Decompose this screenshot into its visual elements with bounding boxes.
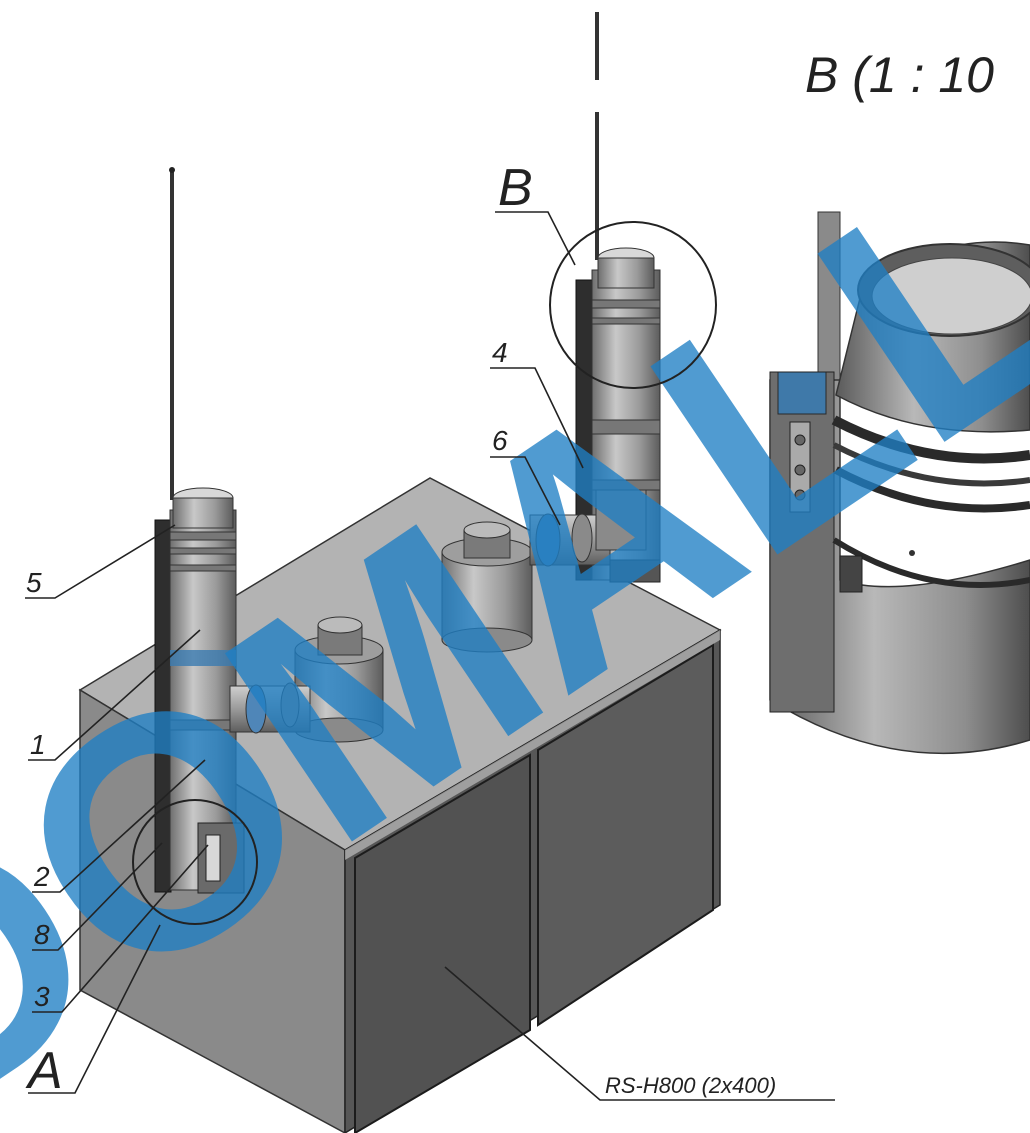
cabinet-door-left <box>354 753 531 1133</box>
cabinet-door-right <box>537 643 714 1027</box>
callout-1: 1 <box>30 729 46 760</box>
detail-circle-a <box>132 799 258 925</box>
leader-lines <box>25 211 835 1101</box>
callout-5: 5 <box>26 567 42 598</box>
view-title: B (1 : 10 <box>805 47 994 103</box>
callout-2: 2 <box>33 861 50 892</box>
flue-stub-right <box>441 521 533 653</box>
cabinet-illustration <box>78 477 722 1133</box>
detail-circle-b <box>549 221 717 389</box>
detail-label-b: B <box>498 159 533 217</box>
callout-3: 3 <box>34 981 50 1012</box>
callout-8: 8 <box>34 919 50 950</box>
cabinet-left-side <box>79 688 346 1133</box>
detail-view-b <box>769 211 1030 755</box>
chimney-pipe-illustration-left <box>154 167 311 894</box>
callout-6: 6 <box>492 425 508 456</box>
chimney-pipe-illustration-right <box>529 12 661 583</box>
cabinet-top-edge <box>345 630 720 860</box>
model-label: RS-H800 (2x400) <box>605 1073 776 1098</box>
detail-label-a: A <box>25 1042 63 1100</box>
callout-4: 4 <box>492 337 508 368</box>
